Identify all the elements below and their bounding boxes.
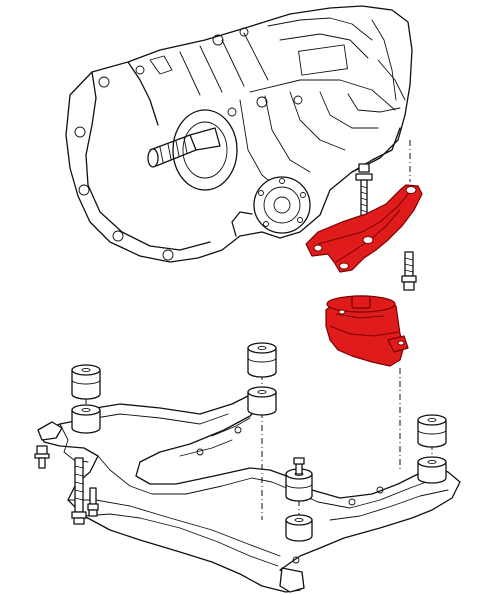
subframe-bushing-mid-lower xyxy=(247,386,277,416)
subframe-bushing-left-lower xyxy=(71,404,101,434)
mount-bolt-upper xyxy=(355,163,373,223)
center-bolt xyxy=(293,457,305,475)
subframe-crossmember xyxy=(37,393,461,593)
bolt-left-long xyxy=(71,457,87,525)
bolt-left-small xyxy=(34,445,50,469)
gearbox xyxy=(65,5,413,263)
output-flange xyxy=(253,176,311,234)
subframe-bushing-left-upper xyxy=(71,364,101,400)
subframe-bushing-center-lower xyxy=(285,514,313,542)
subframe-bushing-mid-upper xyxy=(247,342,277,378)
transmission-mount-rubber xyxy=(325,295,409,367)
bolt-left-short xyxy=(87,487,99,517)
transmission-mount-bracket xyxy=(305,184,423,273)
subframe-bushing-right-upper xyxy=(417,414,447,448)
mount-bolt-right xyxy=(401,251,417,291)
subframe-bushing-right-lower xyxy=(417,456,447,484)
